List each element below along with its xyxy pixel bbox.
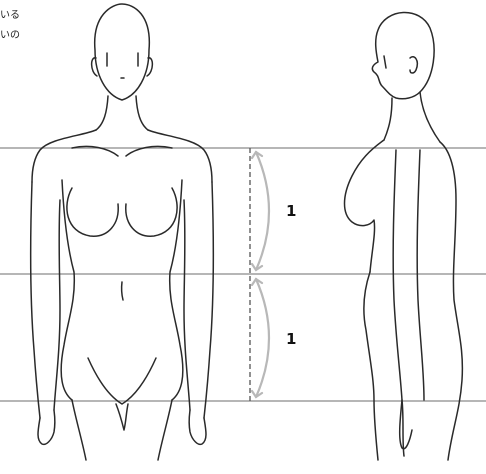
side-front-body — [364, 272, 378, 460]
front-neck — [96, 96, 148, 130]
side-view-figure — [345, 12, 463, 460]
side-chest — [345, 140, 385, 272]
ratio-label-upper: 1 — [286, 202, 296, 220]
side-hand — [400, 400, 412, 449]
front-shoulders — [32, 130, 212, 182]
front-hand-right — [189, 410, 206, 444]
front-inner-arm-right — [184, 200, 190, 410]
side-back — [440, 142, 462, 460]
front-inner-arm-left — [54, 200, 60, 410]
front-groin — [88, 358, 156, 404]
front-hand-left — [38, 410, 55, 444]
front-view-figure — [31, 4, 214, 460]
ratio-label-lower: 1 — [286, 330, 296, 348]
front-arm-left — [31, 182, 40, 418]
side-neck — [384, 92, 440, 142]
front-navel — [122, 282, 123, 300]
side-head — [372, 12, 434, 98]
measure-arrow-lower — [256, 279, 269, 397]
measure-arrow-upper — [256, 152, 269, 270]
front-legs — [72, 400, 172, 460]
front-arm-right — [204, 182, 213, 418]
front-breast-right — [126, 188, 177, 236]
side-arm — [393, 150, 424, 456]
front-head — [95, 4, 150, 100]
guide-lines — [0, 148, 486, 401]
side-ear — [410, 57, 417, 73]
front-breast-left — [67, 188, 118, 236]
side-eye — [384, 56, 386, 68]
